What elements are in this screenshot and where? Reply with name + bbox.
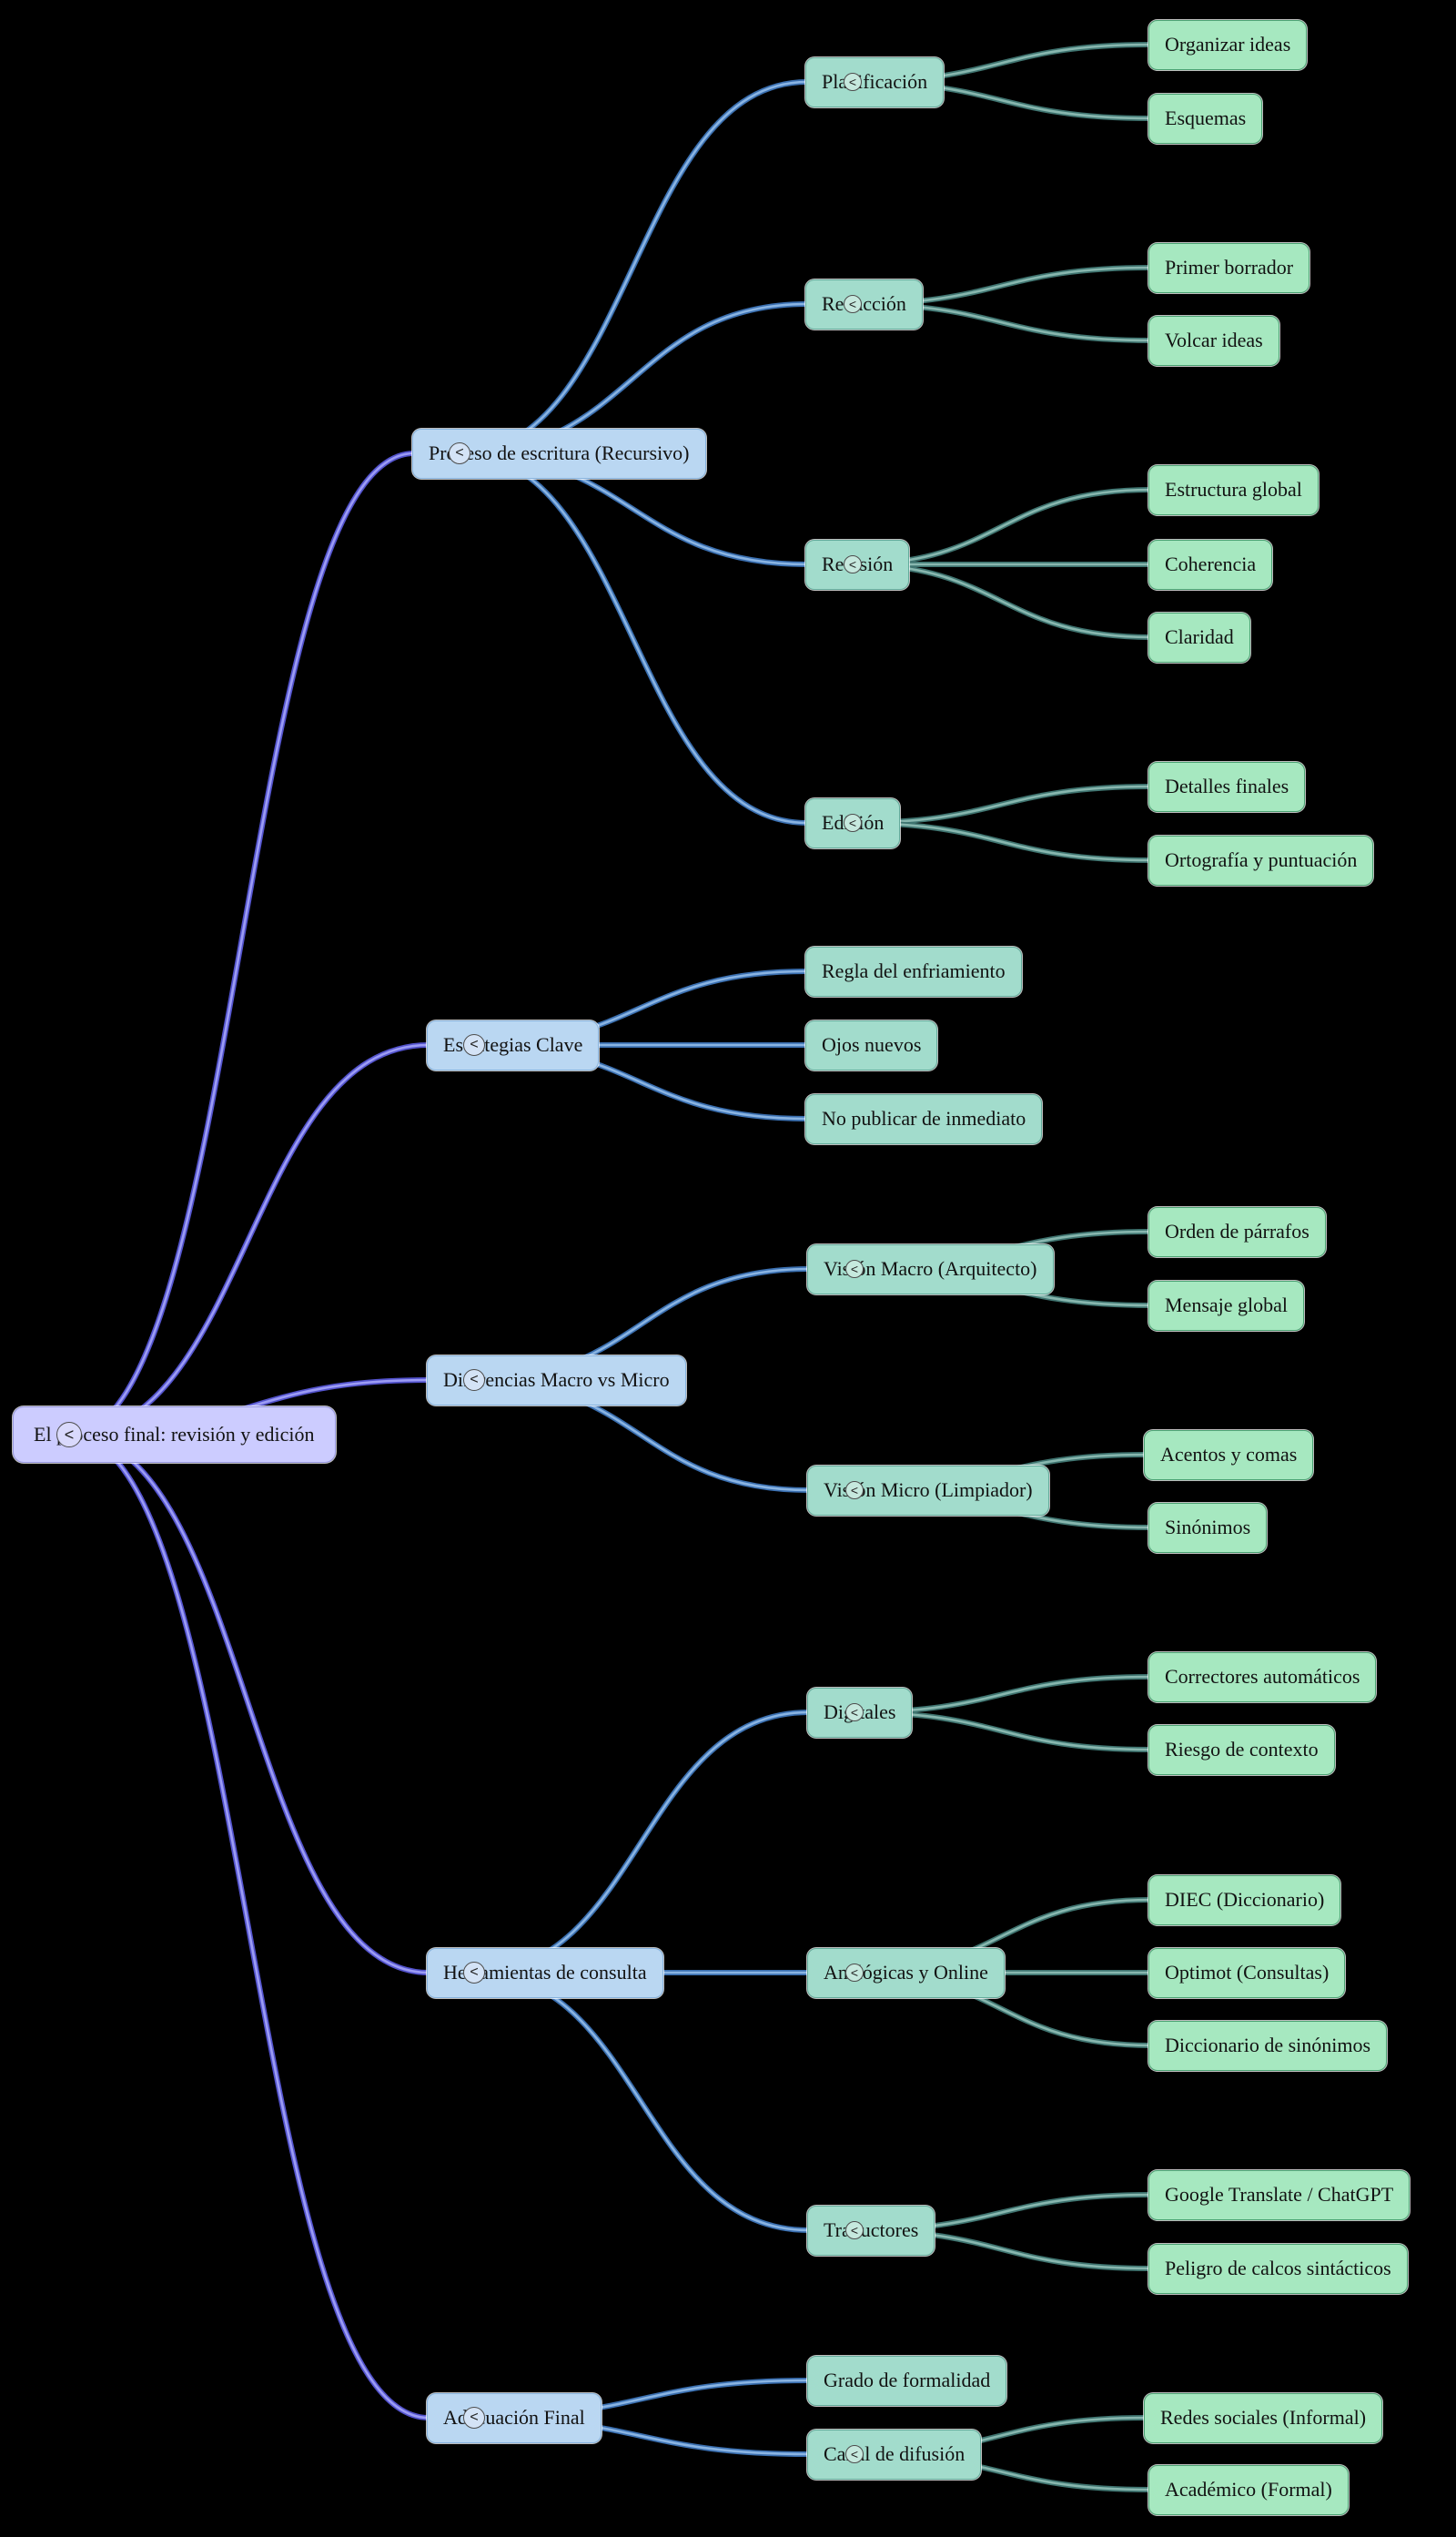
mindmap-node-herramientas-de-consulta[interactable]: Herramientas de consulta bbox=[427, 1947, 663, 1998]
collapse-toggle-icon[interactable]: < bbox=[844, 295, 862, 313]
collapse-toggle-icon[interactable]: < bbox=[844, 73, 862, 91]
node-label: Primer borrador bbox=[1165, 256, 1294, 279]
node-label: Grado de formalidad bbox=[824, 2369, 991, 2391]
collapse-toggle-icon[interactable]: < bbox=[845, 1260, 864, 1278]
branch-link bbox=[67, 1433, 430, 1974]
mindmap-node-claridad[interactable]: Claridad bbox=[1148, 612, 1250, 663]
mindmap-node-analogicas-y-online[interactable]: Analógicas y Online bbox=[807, 1947, 1005, 1998]
mindmap-node-peligro-de-calcos-sintacticos[interactable]: Peligro de calcos sintácticos bbox=[1148, 2243, 1408, 2294]
mindmap-node-detalles-finales[interactable]: Detalles finales bbox=[1148, 761, 1306, 812]
mindmap-node-diccionario-de-sinonimos[interactable]: Diccionario de sinónimos bbox=[1148, 2020, 1388, 2071]
mindmap-node-orden-de-parrafos[interactable]: Orden de párrafos bbox=[1148, 1206, 1326, 1257]
collapse-toggle-icon[interactable]: < bbox=[845, 2221, 864, 2239]
mindmap-node-vision-micro-limpiador[interactable]: Visión Micro (Limpiador) bbox=[807, 1465, 1049, 1516]
collapse-toggle-icon[interactable]: < bbox=[844, 555, 862, 573]
collapse-toggle-icon[interactable]: < bbox=[845, 1964, 864, 1982]
node-label: Claridad bbox=[1165, 625, 1234, 648]
node-label: Traductores bbox=[824, 2218, 919, 2241]
branch-link bbox=[472, 1971, 811, 2232]
collapse-toggle-icon[interactable]: < bbox=[463, 1962, 485, 1984]
node-label: No publicar de inmediato bbox=[822, 1107, 1026, 1130]
mindmap-node-riesgo-de-contexto[interactable]: Riesgo de contexto bbox=[1148, 1724, 1335, 1775]
collapse-toggle-icon[interactable]: < bbox=[845, 1703, 864, 1721]
branch-link bbox=[851, 821, 1152, 862]
node-label: Google Translate / ChatGPT bbox=[1165, 2183, 1394, 2206]
node-label: Peligro de calcos sintácticos bbox=[1165, 2257, 1391, 2279]
collapse-toggle-icon[interactable]: < bbox=[844, 814, 862, 832]
node-label: Detalles finales bbox=[1165, 775, 1289, 797]
node-label: Sinónimos bbox=[1165, 1516, 1251, 1538]
node-label: Optimot (Consultas) bbox=[1165, 1961, 1330, 1984]
node-label: Correctores automáticos bbox=[1165, 1665, 1360, 1688]
mindmap-node-redaccion[interactable]: Redacción bbox=[805, 279, 923, 330]
collapse-toggle-icon[interactable]: < bbox=[463, 1369, 485, 1391]
collapse-toggle-icon[interactable]: < bbox=[845, 1481, 864, 1499]
branch-link bbox=[67, 452, 416, 1436]
node-label: Ojos nuevos bbox=[822, 1033, 922, 1056]
node-label: Ortografía y puntuación bbox=[1165, 848, 1358, 871]
mindmap-node-no-publicar-de-inmediato[interactable]: No publicar de inmediato bbox=[805, 1093, 1043, 1144]
mindmap-node-diec-diccionario[interactable]: DIEC (Diccionario) bbox=[1148, 1874, 1341, 1925]
node-label: Estructura global bbox=[1165, 478, 1302, 501]
branch-link bbox=[67, 1433, 430, 2420]
node-label: Redacción bbox=[822, 292, 906, 315]
branch-link bbox=[67, 1043, 430, 1436]
mindmap-node-coherencia[interactable]: Coherencia bbox=[1148, 539, 1273, 590]
branch-link bbox=[472, 1710, 811, 1974]
mindmap-node-academico-formal[interactable]: Académico (Formal) bbox=[1148, 2464, 1349, 2515]
mindmap-node-ojos-nuevos[interactable]: Ojos nuevos bbox=[805, 1020, 938, 1071]
node-label: Planificación bbox=[822, 70, 928, 93]
node-label: DIEC (Diccionario) bbox=[1165, 1888, 1325, 1911]
mindmap-node-regla-del-enfriamiento[interactable]: Regla del enfriamiento bbox=[805, 946, 1022, 997]
mindmap-node-vision-macro-arquitecto[interactable]: Visión Macro (Arquitecto) bbox=[807, 1243, 1054, 1294]
node-label: Redes sociales (Informal) bbox=[1160, 2406, 1367, 2429]
mindmap-node-mensaje-global[interactable]: Mensaje global bbox=[1148, 1280, 1305, 1331]
mindmap-node-adecuacion-final[interactable]: Adecuación Final bbox=[427, 2392, 602, 2443]
node-label: Proceso de escritura (Recursivo) bbox=[429, 441, 690, 464]
mindmap-node-planificacion[interactable]: Planificación bbox=[805, 56, 945, 107]
mindmap-node-organizar-ideas[interactable]: Organizar ideas bbox=[1148, 19, 1308, 70]
mindmap-node-canal-de-difusion[interactable]: Canal de difusión bbox=[807, 2429, 982, 2480]
mindmap-node-redes-sociales-informal[interactable]: Redes sociales (Informal) bbox=[1144, 2392, 1383, 2443]
mindmap-node-ortografia-y-puntuacion[interactable]: Ortografía y puntuación bbox=[1148, 835, 1374, 886]
mindmap-node-estrategias-clave[interactable]: Estrategias Clave bbox=[427, 1020, 600, 1071]
node-label: Diccionario de sinónimos bbox=[1165, 2034, 1371, 2056]
node-label: Coherencia bbox=[1165, 553, 1257, 575]
mindmap-node-grado-de-formalidad[interactable]: Grado de formalidad bbox=[807, 2355, 1007, 2406]
collapse-toggle-icon[interactable]: < bbox=[449, 442, 470, 464]
mindmap-node-primer-borrador[interactable]: Primer borrador bbox=[1148, 242, 1310, 293]
node-label: Riesgo de contexto bbox=[1165, 1738, 1319, 1761]
mindmap-node-sinonimos[interactable]: Sinónimos bbox=[1148, 1502, 1268, 1553]
collapse-toggle-icon[interactable]: < bbox=[56, 1422, 82, 1447]
node-label: Académico (Formal) bbox=[1165, 2478, 1332, 2501]
mindmap-node-traductores[interactable]: Traductores bbox=[807, 2205, 935, 2256]
mindmap-node-esquemas[interactable]: Esquemas bbox=[1148, 93, 1263, 144]
mindmap-node-google-translate-chatgpt[interactable]: Google Translate / ChatGPT bbox=[1148, 2169, 1410, 2220]
mindmap-node-acentos-y-comas[interactable]: Acentos y comas bbox=[1144, 1429, 1314, 1480]
node-label: Orden de párrafos bbox=[1165, 1220, 1309, 1243]
mindmap-node-correctores-automaticos[interactable]: Correctores automáticos bbox=[1148, 1651, 1377, 1702]
node-label: Esquemas bbox=[1165, 107, 1247, 129]
collapse-toggle-icon[interactable]: < bbox=[463, 1034, 485, 1056]
node-label: Regla del enfriamiento bbox=[822, 959, 1006, 982]
collapse-toggle-icon[interactable]: < bbox=[845, 2445, 864, 2463]
mindmap-node-volcar-ideas[interactable]: Volcar ideas bbox=[1148, 315, 1279, 366]
node-label: Acentos y comas bbox=[1160, 1443, 1298, 1466]
node-label: Mensaje global bbox=[1165, 1294, 1289, 1316]
branch-link bbox=[851, 785, 1152, 825]
mindmap-node-optimot-consultas[interactable]: Optimot (Consultas) bbox=[1148, 1947, 1346, 1998]
mindmap-node-estructura-global[interactable]: Estructura global bbox=[1148, 464, 1319, 515]
collapse-toggle-icon[interactable]: < bbox=[463, 2407, 485, 2429]
node-label: Volcar ideas bbox=[1165, 329, 1263, 351]
branch-link bbox=[458, 80, 809, 455]
node-label: Organizar ideas bbox=[1165, 33, 1291, 56]
